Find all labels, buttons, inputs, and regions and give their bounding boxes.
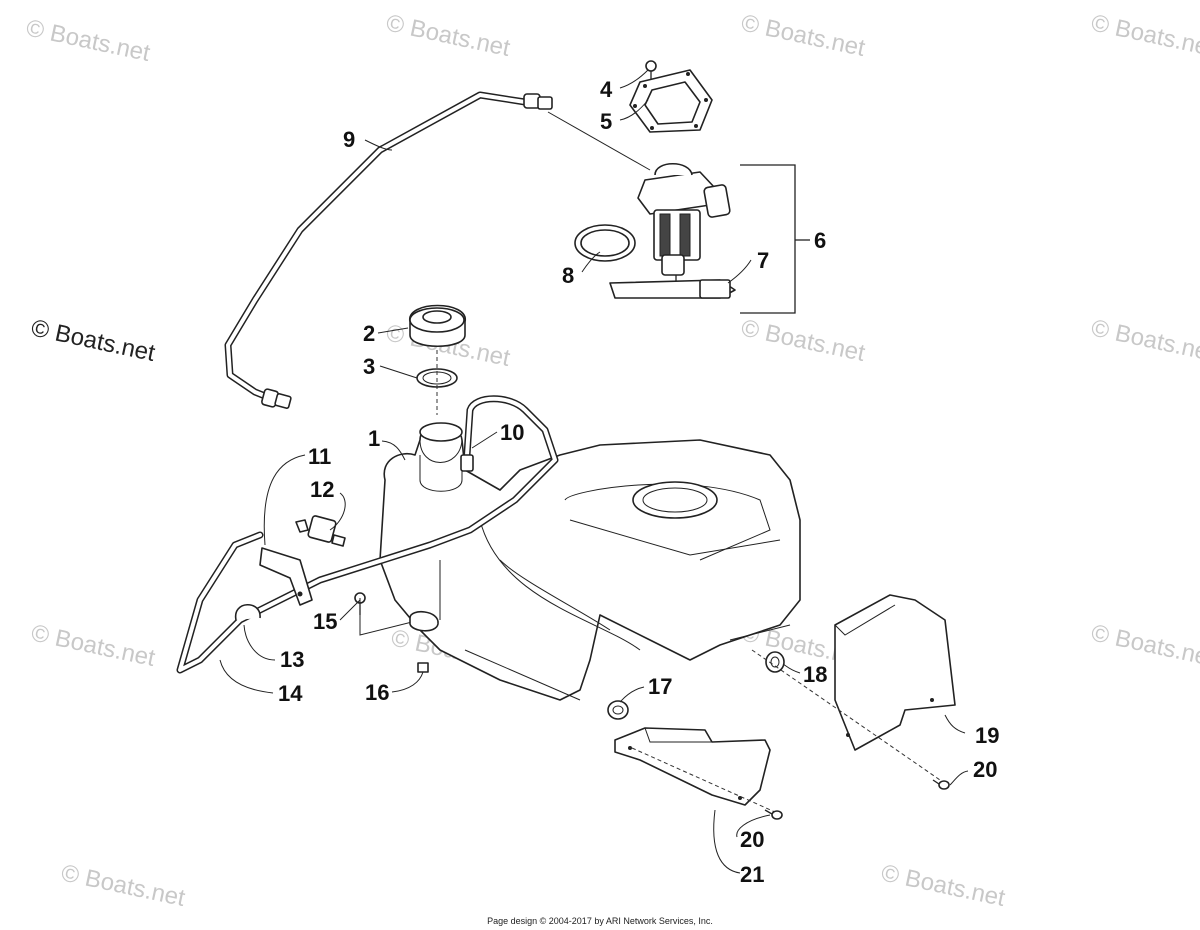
watermark: © Boats.net [1089,314,1200,367]
callout-3: 3 [363,354,375,379]
callout-7: 7 [757,248,769,273]
callout-10: 10 [500,420,524,445]
callout-1: 1 [368,426,380,451]
watermark-prominent: © Boats.net [29,314,158,367]
callout-18: 18 [803,662,827,687]
callout-9: 9 [343,127,355,152]
heat-shield-rear [834,594,956,751]
callout-14: 14 [278,681,303,706]
watermark: © Boats.net [739,314,868,367]
inline-filter [295,515,346,547]
tank-mount-tab [409,611,439,632]
vent-hose [224,91,553,409]
callout-11: 11 [308,444,331,469]
rollover-bracket [259,547,313,606]
callout-4: 4 [600,77,613,102]
hose-to-pump-line [547,111,651,171]
fuel-cap [409,304,466,348]
callout-12: 12 [310,477,334,502]
watermark: © Boats.net [29,619,158,672]
watermark: © Boats.net [879,859,1008,912]
fuel-pump-assembly [574,163,736,299]
watermark: © Boats.net [1089,619,1200,672]
nut [417,662,429,673]
leader-lines [219,69,969,874]
callout-labels: 1 2 3 4 5 6 7 8 9 10 11 12 13 14 15 16 1… [278,77,999,887]
hose-clamp [235,604,261,621]
callout-20: 20 [973,757,997,782]
grommet-rear [765,651,785,673]
bolt [932,779,950,790]
watermark: © Boats.net [24,14,153,67]
callout-20: 20 [740,827,764,852]
page-footer: Page design © 2004-2017 by ARI Network S… [487,916,713,926]
bolt [764,809,783,820]
watermark: © Boats.net [59,859,188,912]
watermark: © Boats.net [1089,9,1200,62]
watermark: © Boats.net [739,9,868,62]
callout-19: 19 [975,723,999,748]
vent-line [176,395,559,674]
callout-13: 13 [280,647,304,672]
callout-17: 17 [648,674,672,699]
callout-2: 2 [363,321,375,346]
heat-shield-front [614,727,771,806]
callout-8: 8 [562,263,574,288]
pump-gasket [629,69,713,133]
watermark: © Boats.net [384,9,513,62]
assembly-bracket [740,164,810,314]
callout-5: 5 [600,109,612,134]
callout-16: 16 [365,680,389,705]
callout-15: 15 [313,609,337,634]
callout-21: 21 [740,862,764,887]
grommet-front [607,700,629,720]
callout-6: 6 [814,228,826,253]
